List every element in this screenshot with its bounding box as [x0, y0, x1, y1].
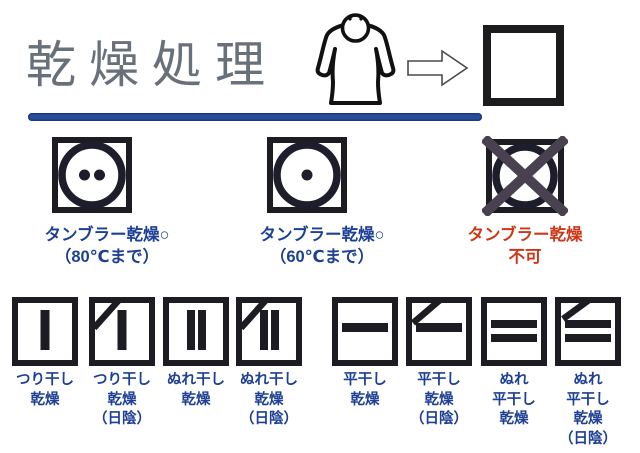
- wet-hang-dry-shade-icon: [236, 297, 302, 366]
- wet-hang-dry-shade-label: ぬれ干し 乾燥 （日陰）: [240, 372, 298, 427]
- flat-dry-shade-label: 平干し 乾燥 （日陰）: [410, 372, 468, 427]
- tumble-dry-prohibited-label: タンブラー乾燥 不可: [467, 226, 583, 266]
- tumble-dry-crossed-icon: [482, 136, 568, 216]
- wet-flat-dry-label: ぬれ 平干し 乾燥: [492, 372, 536, 427]
- flat-dry-icon: [332, 297, 398, 366]
- wet-flat-dry-icon: [481, 297, 547, 366]
- arrow-right-icon: [407, 49, 469, 87]
- title-underline: [28, 113, 482, 121]
- tumble-dry-80-label: タンブラー乾燥○ （80℃まで）: [44, 226, 170, 266]
- hang-dry-shade-icon: [89, 297, 155, 366]
- tumble-dry-one-dot-icon: [267, 137, 347, 213]
- wet-flat-dry-shade-icon: [555, 297, 621, 366]
- wet-hang-dry-label: ぬれ干し 乾燥: [167, 372, 225, 408]
- shirt-icon: [315, 13, 396, 105]
- hang-dry-shade-label: つり干し 乾燥 （日陰）: [93, 372, 151, 427]
- tumble-dry-60-label: タンブラー乾燥○ （60℃まで）: [259, 226, 385, 266]
- wet-hang-dry-icon: [163, 297, 229, 366]
- flat-dry-shade-icon: [406, 297, 472, 366]
- wet-flat-dry-shade-label: ぬれ 平干し 乾燥 （日陰）: [559, 372, 617, 447]
- hang-dry-icon: [12, 297, 78, 366]
- square-outline-icon: [483, 25, 564, 106]
- tumble-dry-two-dot-icon: [52, 137, 132, 213]
- flat-dry-label: 平干し 乾燥: [343, 372, 387, 408]
- hang-dry-label: つり干し 乾燥: [16, 372, 74, 408]
- page-title: 乾燥処理: [26, 37, 278, 93]
